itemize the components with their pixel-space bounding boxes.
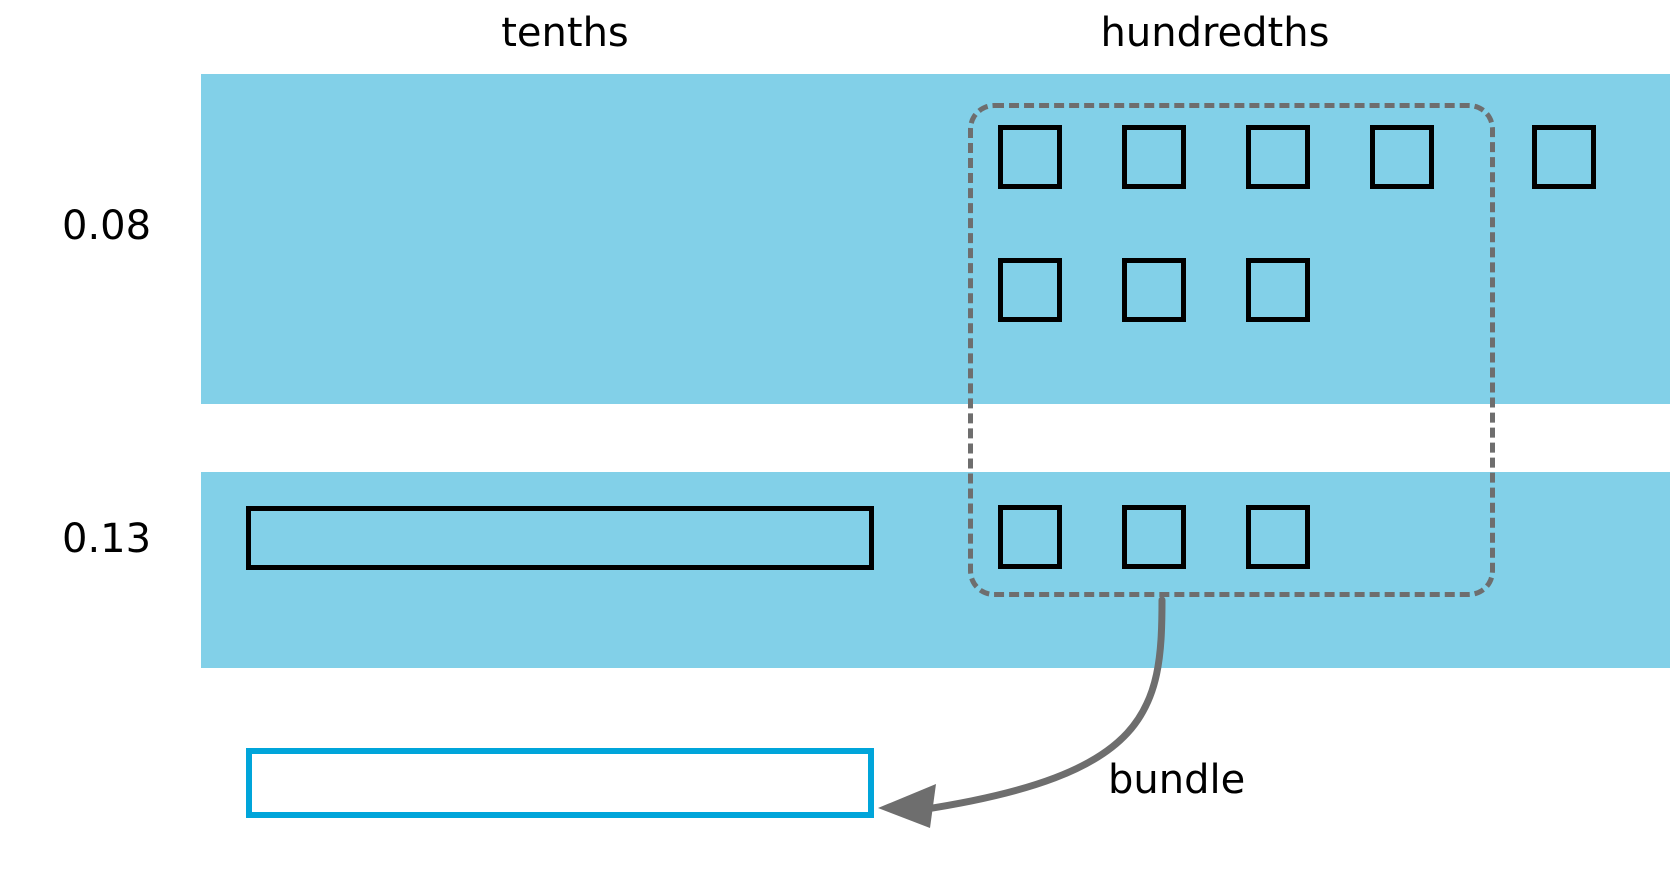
hundredth-square-r1-8 [1246, 258, 1310, 322]
column-header-tenths: tenths [501, 10, 629, 56]
bundle-annotation-label: bundle [1108, 757, 1246, 803]
hundredth-square-r1-4 [1370, 125, 1434, 189]
hundredth-square-r1-6 [998, 258, 1062, 322]
hundredth-square-r2-1 [998, 505, 1062, 569]
hundredth-square-r2-3 [1246, 505, 1310, 569]
bundle-region-dashed-box [968, 103, 1495, 597]
hundredth-square-r1-2 [1122, 125, 1186, 189]
hundredth-square-r2-2 [1122, 505, 1186, 569]
bundled-tenth-result-strip [246, 748, 874, 818]
tenth-strip-r2-1 [246, 506, 874, 570]
hundredth-square-r1-1 [998, 125, 1062, 189]
hundredth-square-r1-7 [1122, 258, 1186, 322]
hundredth-square-r1-3 [1246, 125, 1310, 189]
row-label-0-08: 0.08 [62, 203, 152, 249]
column-header-hundredths: hundredths [1100, 10, 1330, 56]
row-label-0-13: 0.13 [62, 516, 152, 562]
hundredth-square-r1-5-outside-bundle [1532, 125, 1596, 189]
